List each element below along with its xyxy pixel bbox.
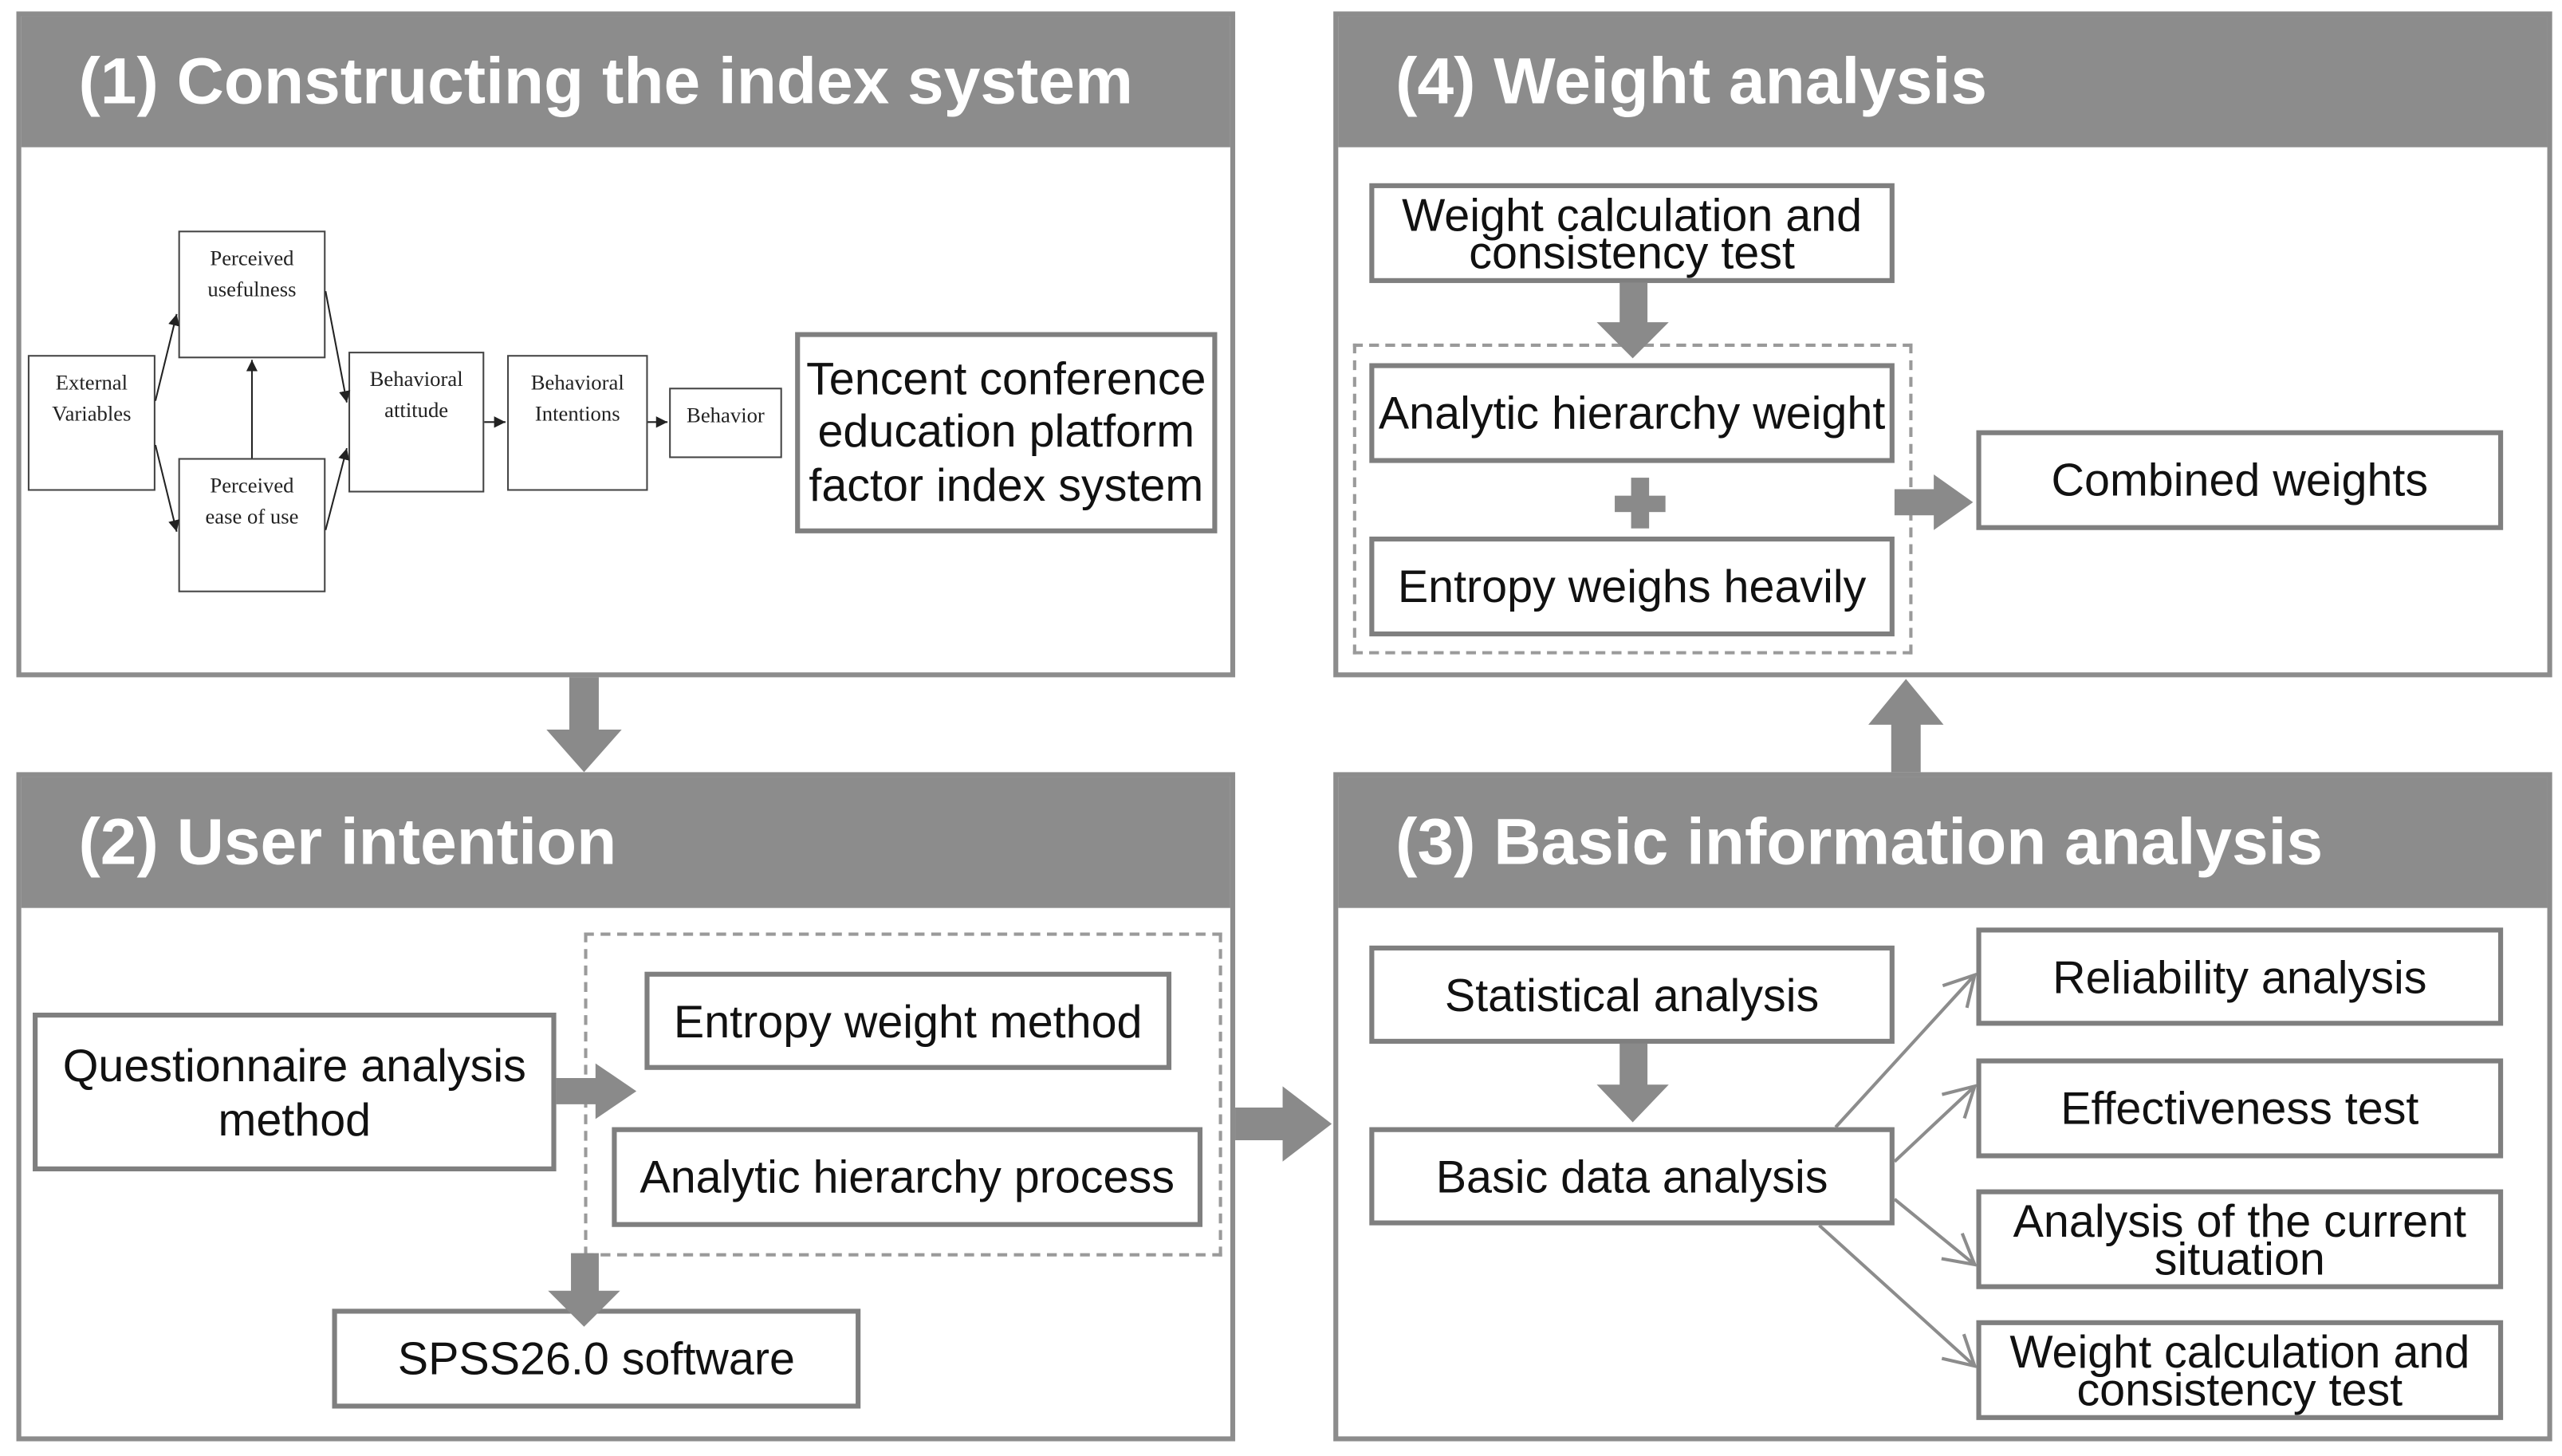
perceived-ease-of-use-box: Perceived ease of use bbox=[178, 458, 326, 592]
combined-weights-box: Combined weights bbox=[1976, 430, 2504, 530]
entropy-weight-box: Entropy weighs heavily bbox=[1369, 536, 1895, 637]
weight-consistency-box: Weight calculation and consistency test bbox=[1976, 1320, 2504, 1420]
panel-title: (3) Basic information analysis bbox=[1338, 777, 2548, 908]
ahp-weight-box: Analytic hierarchy weight bbox=[1369, 363, 1895, 463]
statistical-analysis-box: Statistical analysis bbox=[1369, 945, 1895, 1044]
behavioral-attitude-box: Behavioral attitude bbox=[348, 352, 485, 493]
ahp-method-box: Analytic hierarchy process bbox=[612, 1127, 1203, 1227]
spss-software-box: SPSS26.0 software bbox=[332, 1308, 861, 1409]
perceived-usefulness-box: Perceived usefulness bbox=[178, 230, 326, 359]
weight-calculation-box: Weight calculation and consistency test bbox=[1369, 183, 1895, 283]
behavior-box: Behavior bbox=[669, 388, 782, 458]
questionnaire-method-box: Questionnaire analysis method bbox=[33, 1012, 557, 1172]
reliability-analysis-box: Reliability analysis bbox=[1976, 927, 2504, 1026]
effectiveness-test-box: Effectiveness test bbox=[1976, 1058, 2504, 1159]
behavioral-intentions-box: Behavioral Intentions bbox=[507, 355, 648, 491]
current-situation-box: Analysis of the current situation bbox=[1976, 1189, 2504, 1289]
panel-title: (2) User intention bbox=[21, 777, 1230, 908]
index-system-box: Tencent conference education platform fa… bbox=[795, 332, 1218, 533]
panel-title: (1) Constructing the index system bbox=[21, 16, 1230, 148]
entropy-weight-method-box: Entropy weight method bbox=[644, 971, 1172, 1070]
arrow-panel2-to-panel3 bbox=[1235, 1086, 1332, 1162]
basic-data-analysis-box: Basic data analysis bbox=[1369, 1127, 1895, 1226]
panel-title: (4) Weight analysis bbox=[1338, 16, 2548, 148]
arrow-panel1-to-panel2 bbox=[546, 677, 622, 773]
arrow-panel3-to-panel4 bbox=[1868, 679, 1944, 773]
external-variables-box: External Variables bbox=[27, 355, 155, 491]
